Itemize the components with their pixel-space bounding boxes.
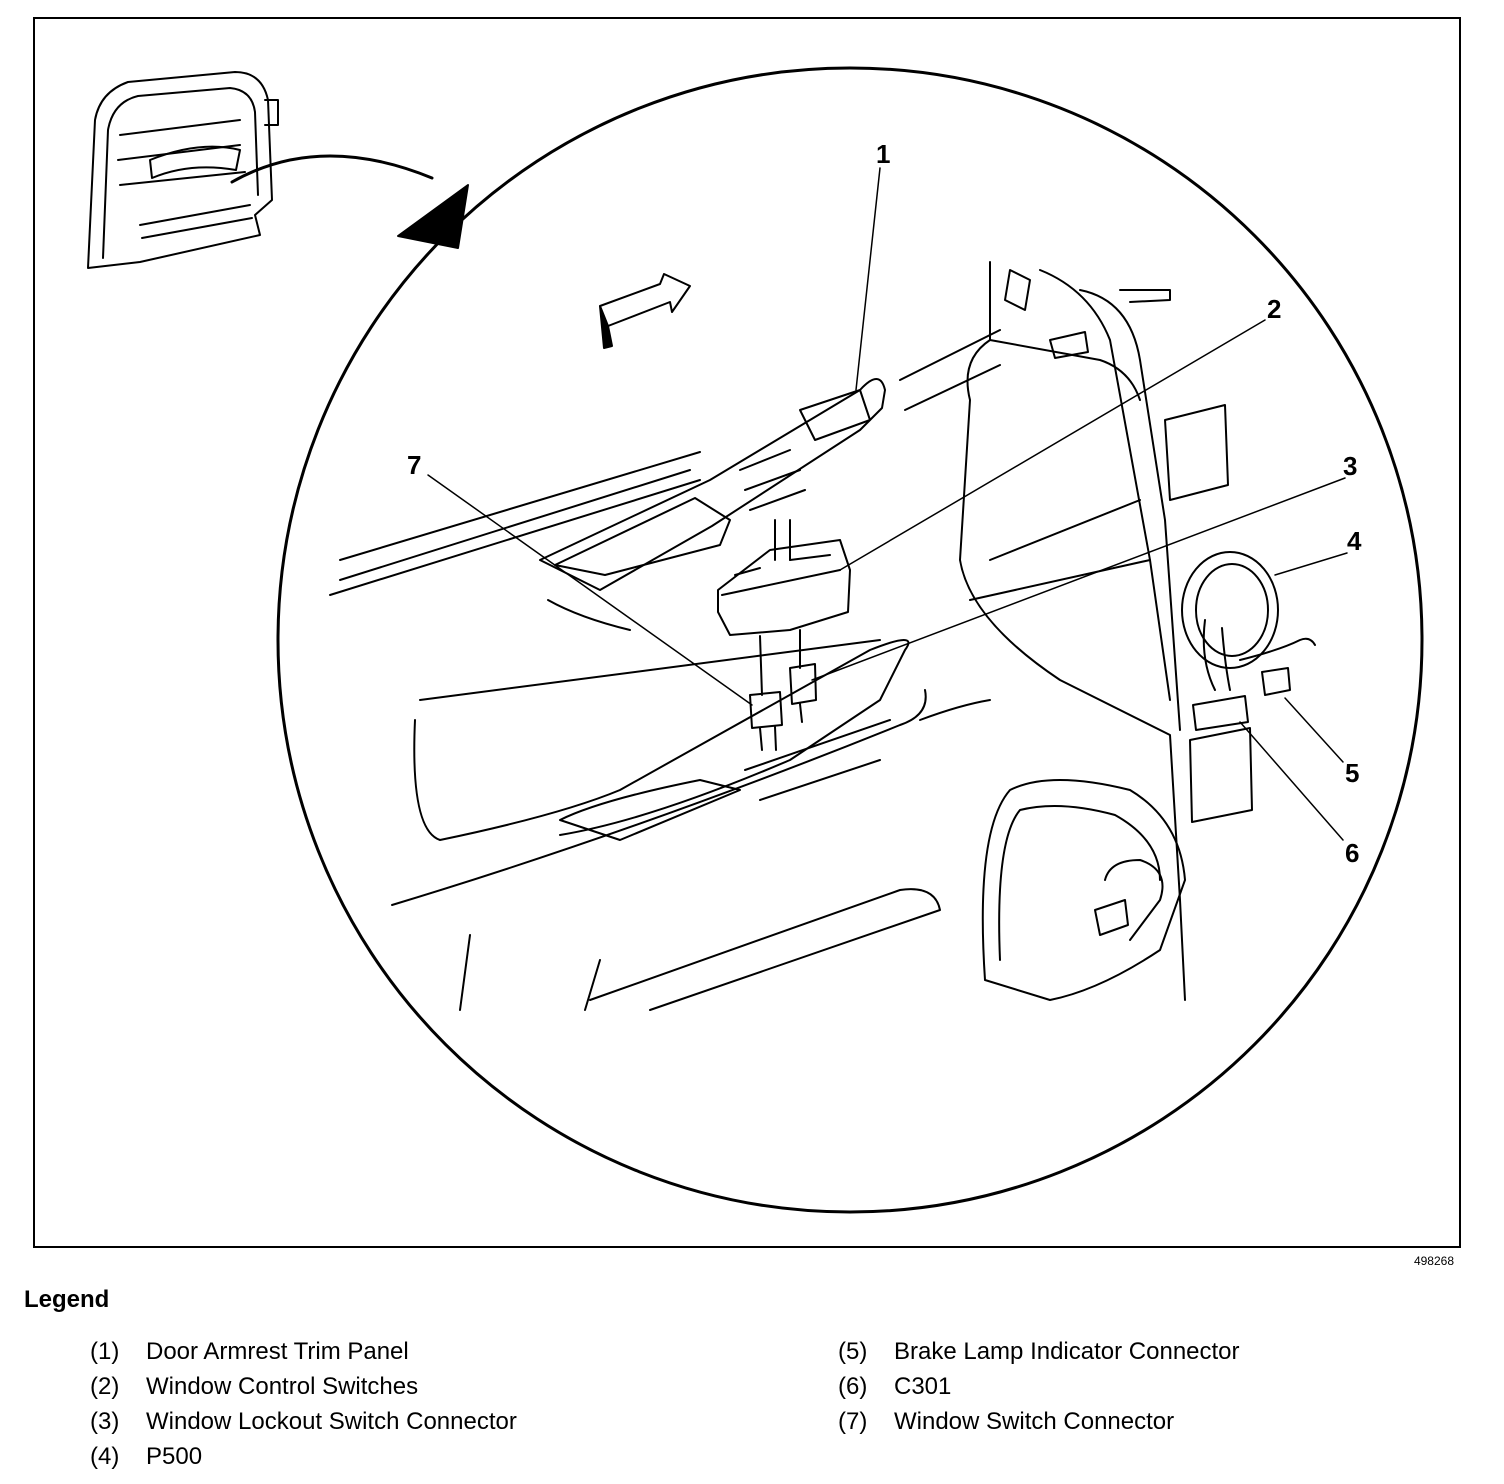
callout-arrow bbox=[230, 154, 434, 184]
legend-item-label: P500 bbox=[146, 1443, 203, 1470]
speaker-opening bbox=[981, 779, 1186, 1001]
callout-1: 1 bbox=[876, 139, 890, 169]
door-trim-lower bbox=[391, 639, 991, 1011]
legend-item-3: (3) Window Lockout Switch Connector bbox=[90, 1408, 517, 1436]
callout-numbers: 1 2 3 4 5 6 7 bbox=[407, 139, 1362, 868]
legend-item-label: Window Switch Connector bbox=[894, 1408, 1175, 1435]
legend-item-number: (4) bbox=[90, 1443, 120, 1470]
legend-item-label: Window Control Switches bbox=[146, 1373, 419, 1400]
legend-item-number: (3) bbox=[90, 1408, 120, 1435]
window-control-switches bbox=[717, 519, 851, 636]
callout-4: 4 bbox=[1347, 526, 1362, 556]
legend-item-6: (6) C301 bbox=[838, 1373, 951, 1401]
legend-item-number: (7) bbox=[838, 1408, 868, 1435]
callout-6: 6 bbox=[1345, 838, 1359, 868]
leader-lines bbox=[427, 167, 1348, 841]
legend-item-7: (7) Window Switch Connector bbox=[838, 1408, 1174, 1436]
legend-item-label: Door Armrest Trim Panel bbox=[146, 1338, 409, 1365]
callout-2: 2 bbox=[1267, 294, 1281, 324]
legend-item-label: Window Lockout Switch Connector bbox=[146, 1408, 517, 1435]
door-thumbnail bbox=[87, 71, 279, 269]
legend-item-1: (1) Door Armrest Trim Panel bbox=[90, 1338, 409, 1366]
armrest-trim-panel bbox=[329, 329, 1001, 631]
legend-item-5: (5) Brake Lamp Indicator Connector bbox=[838, 1338, 1240, 1366]
callout-5: 5 bbox=[1345, 758, 1359, 788]
legend-item-4: (4) P500 bbox=[90, 1443, 202, 1471]
detail-circle bbox=[276, 66, 1424, 1214]
switch-connectors bbox=[749, 629, 817, 751]
legend-item-label: C301 bbox=[894, 1373, 952, 1400]
door-frame bbox=[959, 261, 1253, 1001]
door-switch-illustration: 1 2 3 4 5 6 7 bbox=[87, 66, 1424, 1214]
callout-3: 3 bbox=[1343, 451, 1357, 481]
legend-item-2: (2) Window Control Switches bbox=[90, 1373, 418, 1401]
legend-item-number: (1) bbox=[90, 1338, 120, 1365]
legend-item-number: (2) bbox=[90, 1373, 120, 1400]
legend-title: Legend bbox=[24, 1286, 110, 1313]
legend-item-number: (6) bbox=[838, 1373, 868, 1400]
harness-grommet bbox=[1181, 551, 1316, 731]
legend-item-label: Brake Lamp Indicator Connector bbox=[894, 1338, 1240, 1365]
forward-arrow-icon bbox=[599, 273, 691, 327]
legend-item-number: (5) bbox=[838, 1338, 868, 1365]
callout-7: 7 bbox=[407, 450, 421, 480]
diagram-frame bbox=[33, 17, 1461, 1248]
figure-id: 498268 bbox=[1413, 1254, 1454, 1268]
